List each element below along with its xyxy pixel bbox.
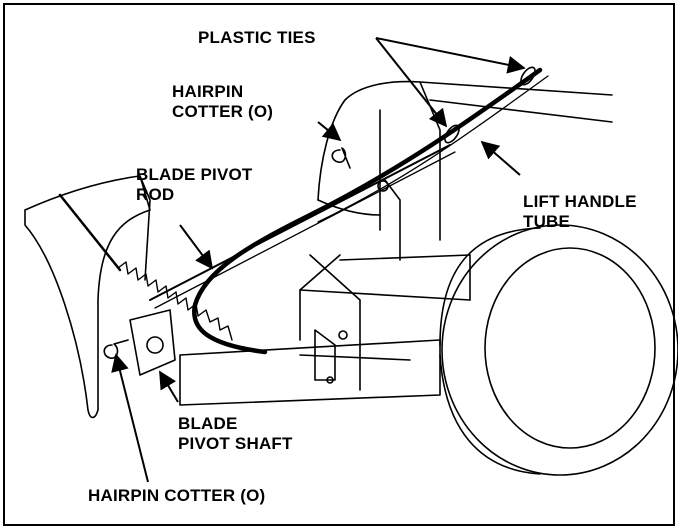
arrow-hairpin-top <box>317 121 342 142</box>
label-blade-pivot-shaft-line1: BLADE <box>178 414 238 433</box>
arrow-blade-pivot-rod <box>179 224 214 270</box>
arrow-blade-pivot-shaft <box>159 370 179 403</box>
label-hairpin-cotter-top-line1: HAIRPIN <box>172 82 244 101</box>
hairpin-cotter-top <box>331 147 351 169</box>
hairpin-cotter-bottom <box>103 339 129 359</box>
label-blade-pivot-rod: BLADE PIVOT ROD <box>136 165 253 205</box>
label-lift-handle-tube: LIFT HANDLE TUBE <box>523 192 637 232</box>
label-lift-handle-tube-line1: LIFT HANDLE <box>523 192 637 211</box>
label-hairpin-cotter-top-line2: COTTER (O) <box>172 102 274 121</box>
front-frame <box>129 179 441 406</box>
arrow-plastic-tie-lower <box>375 37 448 128</box>
label-blade-pivot-shaft-line2: PIVOT SHAFT <box>178 434 293 453</box>
label-blade-pivot-shaft: BLADE PIVOT SHAFT <box>178 414 293 454</box>
label-lift-handle-tube-line2: TUBE <box>523 212 571 231</box>
figure-border <box>3 3 675 526</box>
arrow-plastic-tie-upper <box>375 37 526 74</box>
label-blade-pivot-rod-line1: BLADE PIVOT <box>136 165 253 184</box>
dozer-blade <box>24 175 151 419</box>
label-blade-pivot-rod-line2: ROD <box>136 185 175 204</box>
blade-spring <box>117 261 233 341</box>
label-hairpin-cotter-bottom: HAIRPIN COTTER (O) <box>88 486 266 505</box>
label-plastic-ties: PLASTIC TIES <box>198 28 316 47</box>
arrow-hairpin-bottom <box>111 353 149 483</box>
label-hairpin-cotter-top: HAIRPIN COTTER (O) <box>172 82 273 122</box>
arrow-lift-handle-tube <box>480 140 521 176</box>
plastic-tie-lower <box>444 124 460 144</box>
wheel <box>439 224 678 476</box>
lift-handle-tube <box>192 67 549 355</box>
tractor-body <box>299 80 613 361</box>
